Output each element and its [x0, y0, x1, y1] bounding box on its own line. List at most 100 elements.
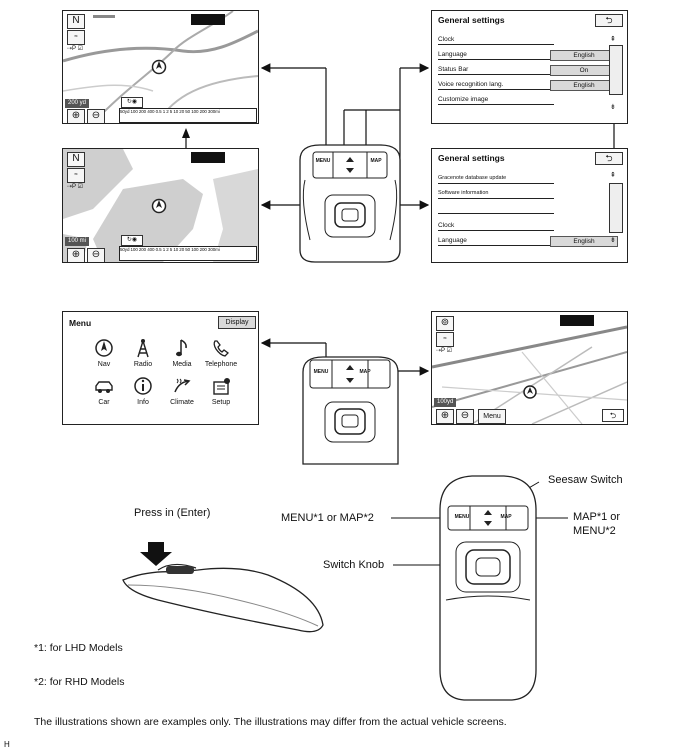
- menu-item-setup[interactable]: Setup: [199, 376, 243, 406]
- scrollbar[interactable]: [609, 183, 623, 233]
- menu-item-media[interactable]: Media: [160, 338, 204, 368]
- scale-bar[interactable]: 50yd 100 200 400 0.5 1 2 5 10 20 50 100 …: [119, 108, 257, 123]
- remote-controller-bottom: [439, 475, 537, 701]
- reroute-icon[interactable]: ↻◉: [121, 97, 143, 108]
- scroll-down-icon[interactable]: ⇟: [610, 104, 616, 111]
- menu-label: Climate: [170, 399, 194, 406]
- menu-key[interactable]: MENU: [454, 514, 470, 520]
- menu-label: Radio: [133, 361, 153, 368]
- redacted-block: [560, 315, 594, 326]
- settings-row-blank: [438, 204, 554, 214]
- climate-icon: [174, 378, 191, 393]
- menu-label: Setup: [211, 399, 231, 406]
- reroute-icon[interactable]: ↻◉: [121, 235, 143, 246]
- menu-label: Info: [137, 399, 149, 406]
- route-icon[interactable]: ≈: [67, 30, 85, 45]
- parking-icon: ⇢P ☑: [67, 46, 83, 52]
- row-label: Language: [438, 237, 467, 244]
- menu-label: Telephone: [204, 361, 238, 368]
- press-in-label: Press in (Enter): [134, 507, 211, 519]
- language-value[interactable]: English: [550, 236, 618, 247]
- display-button[interactable]: Display: [218, 316, 256, 329]
- seesaw-switch-label: Seesaw Switch: [548, 474, 623, 486]
- figure-code: H: [4, 740, 10, 749]
- lhd-note: *1: for LHD Models: [34, 642, 123, 654]
- vehicle-position-icon: [523, 385, 537, 399]
- zoom-out-button[interactable]: ⊖: [456, 409, 474, 424]
- parking-icon: ⇢P ☑: [436, 348, 452, 354]
- route-icon[interactable]: ≈: [436, 332, 454, 347]
- compass-icon[interactable]: N: [67, 152, 85, 167]
- settings-row-customize-image[interactable]: Customize image: [438, 95, 554, 105]
- compass-icon[interactable]: ⊚: [436, 316, 454, 331]
- route-icon[interactable]: ≈: [67, 168, 85, 183]
- disclaimer-note: The illustrations shown are examples onl…: [34, 716, 507, 728]
- settings-row-software-info[interactable]: Software information: [438, 189, 554, 199]
- scroll-up-icon[interactable]: ⇞: [610, 36, 616, 43]
- row-label: Gracenote database update: [438, 175, 507, 181]
- general-settings-screen-2: General settings ⮌ Gracenote database up…: [431, 148, 628, 263]
- voice-language-value[interactable]: English: [550, 80, 618, 91]
- menu-button[interactable]: Menu: [478, 409, 506, 424]
- scale-bar[interactable]: 50yd 100 200 400 0.5 1 2 5 10 20 50 100 …: [119, 246, 257, 261]
- zoom-in-button[interactable]: ⊕: [67, 248, 85, 262]
- info-icon: [134, 377, 152, 395]
- scale-label: 200 yd: [65, 99, 90, 108]
- remote-controller-top: [299, 144, 401, 263]
- menu-title: Menu: [69, 318, 92, 328]
- menu-label: Car: [98, 399, 110, 406]
- back-button[interactable]: ⮌: [595, 152, 623, 165]
- settings-row-gracenote[interactable]: Gracenote database update: [438, 174, 554, 184]
- row-label: Clock: [438, 36, 455, 43]
- redacted-block: [191, 152, 225, 163]
- controller-side-view: [122, 542, 324, 633]
- menu-key[interactable]: MENU: [313, 369, 329, 375]
- zoom-in-button[interactable]: ⊕: [67, 109, 85, 123]
- vehicle-position-icon: [151, 198, 167, 214]
- back-button[interactable]: ⮌: [595, 14, 623, 27]
- menu-item-climate[interactable]: Climate: [160, 376, 204, 406]
- scale-label: 100 mi: [65, 237, 90, 246]
- zoom-in-button[interactable]: ⊕: [436, 409, 454, 424]
- settings-row-clock[interactable]: Clock: [438, 221, 554, 231]
- map-key[interactable]: MAP: [370, 158, 382, 164]
- redacted-block: [191, 14, 225, 25]
- menu-item-radio[interactable]: Radio: [121, 338, 165, 368]
- map-key[interactable]: MAP: [359, 369, 371, 375]
- general-settings-screen-1: General settings ⮌ Clock Language Englis…: [431, 10, 628, 124]
- menu-or-map-label: MENU*1 or MAP*2: [281, 512, 374, 524]
- parking-icon: ⇢P ☑: [67, 184, 83, 190]
- phone-icon: [213, 340, 229, 357]
- return-button[interactable]: ⮌: [602, 409, 624, 422]
- language-value[interactable]: English: [550, 50, 618, 61]
- map-screen-europe: N ≈ ⇢P ☑ ↻◉ 100 mi ⊕ ⊖ 50yd 100 200 400 …: [62, 148, 259, 263]
- menu-item-telephone[interactable]: Telephone: [199, 338, 243, 368]
- zoom-out-button[interactable]: ⊖: [87, 109, 105, 123]
- settings-row-language[interactable]: Language: [438, 50, 554, 60]
- settings-row-status-bar[interactable]: Status Bar: [438, 65, 554, 75]
- compass-icon[interactable]: N: [67, 14, 85, 29]
- menu-key[interactable]: MENU: [315, 158, 331, 164]
- status-bar-value[interactable]: On: [550, 65, 618, 76]
- menu-item-info[interactable]: Info: [121, 376, 165, 406]
- menu-item-car[interactable]: Car: [82, 376, 126, 406]
- menu-item-nav[interactable]: Nav: [82, 338, 126, 368]
- vehicle-position-icon: [151, 59, 167, 75]
- scale-ticks: 50yd 100 200 400 0.5 1 2 5 10 20 50 100 …: [120, 109, 220, 114]
- scroll-down-icon[interactable]: ⇟: [610, 237, 616, 244]
- settings-row-voice-language[interactable]: Voice recognition lang.: [438, 80, 554, 90]
- settings-row-clock[interactable]: Clock: [438, 35, 554, 45]
- scrollbar[interactable]: [609, 45, 623, 95]
- row-label: Voice recognition lang.: [438, 81, 504, 88]
- rhd-note: *2: for RHD Models: [34, 676, 125, 688]
- scroll-up-icon[interactable]: ⇞: [610, 172, 616, 179]
- menu-label: Media: [172, 361, 192, 368]
- radio-tower-icon: [137, 339, 149, 358]
- music-note-icon: [176, 339, 187, 357]
- settings-row-language[interactable]: Language: [438, 236, 554, 246]
- menu-label: Nav: [97, 361, 111, 368]
- row-label: Software information: [438, 190, 489, 196]
- zoom-out-button[interactable]: ⊖: [87, 248, 105, 262]
- row-label: Language: [438, 51, 467, 58]
- map-key[interactable]: MAP: [500, 514, 512, 520]
